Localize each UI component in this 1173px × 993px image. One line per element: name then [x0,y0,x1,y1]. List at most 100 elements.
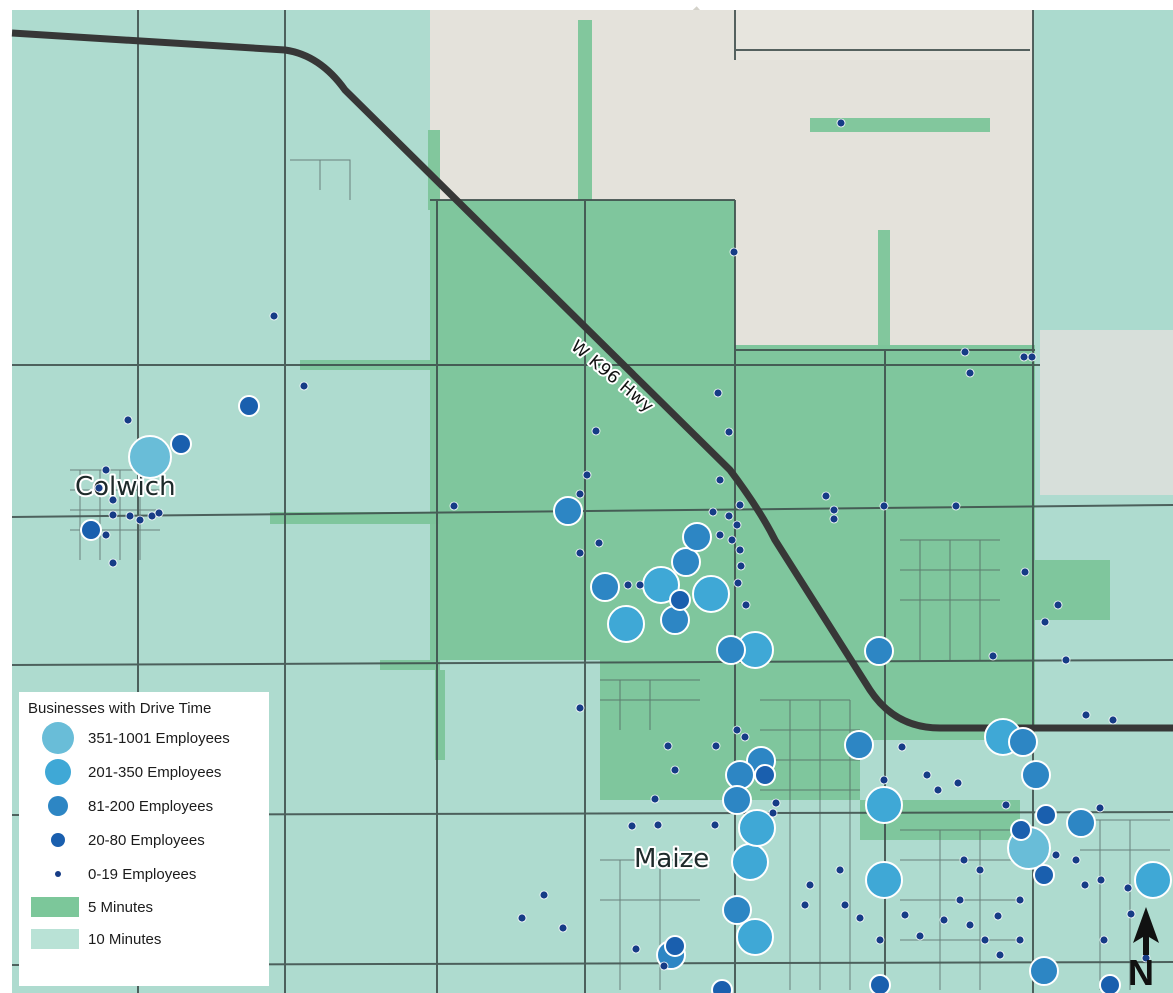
business-point[interactable] [670,765,680,775]
business-point[interactable] [590,572,620,602]
business-point[interactable] [1066,808,1096,838]
business-point[interactable] [517,913,527,923]
business-point[interactable] [922,770,932,780]
business-point[interactable] [449,501,459,511]
business-point[interactable] [1061,655,1071,665]
business-point[interactable] [836,118,846,128]
business-point[interactable] [1108,715,1118,725]
business-point[interactable] [108,495,118,505]
business-point[interactable] [900,910,910,920]
business-point[interactable] [1080,880,1090,890]
highway-w-k96[interactable] [11,29,1173,732]
business-point[interactable] [582,470,592,480]
business-point[interactable] [154,508,164,518]
business-point[interactable] [953,778,963,788]
business-point[interactable] [594,538,604,548]
business-point[interactable] [1021,760,1051,790]
business-point[interactable] [805,880,815,890]
business-point[interactable] [1123,883,1133,893]
business-point[interactable] [1010,819,1032,841]
business-point[interactable] [269,311,279,321]
business-point[interactable] [123,415,133,425]
business-point[interactable] [715,475,725,485]
business-point[interactable] [101,530,111,540]
business-point[interactable] [623,580,633,590]
business-point[interactable] [821,491,831,501]
business-point[interactable] [715,530,725,540]
business-point[interactable] [1040,617,1050,627]
business-point[interactable] [835,865,845,875]
business-point[interactable] [128,435,172,479]
business-point[interactable] [975,865,985,875]
business-point[interactable] [631,944,641,954]
business-point[interactable] [627,821,637,831]
business-point[interactable] [727,535,737,545]
business-point[interactable] [1071,855,1081,865]
business-point[interactable] [724,511,734,521]
business-point[interactable] [591,426,601,436]
business-point[interactable] [965,368,975,378]
business-point[interactable] [94,483,104,493]
business-point[interactable] [660,605,690,635]
business-point[interactable] [879,775,889,785]
business-point[interactable] [1027,352,1037,362]
business-point[interactable] [125,511,135,521]
business-point[interactable] [988,651,998,661]
business-point[interactable] [664,935,686,957]
business-point[interactable] [711,979,733,993]
business-point[interactable] [732,520,742,530]
business-point[interactable] [708,507,718,517]
business-point[interactable] [669,589,691,611]
business-point[interactable] [635,580,645,590]
business-point[interactable] [844,730,874,760]
business-point[interactable] [995,950,1005,960]
business-point[interactable] [740,732,750,742]
business-point[interactable] [865,786,903,824]
business-point[interactable] [1099,935,1109,945]
business-point[interactable] [1051,850,1061,860]
business-point[interactable] [1015,895,1025,905]
business-point[interactable] [771,798,781,808]
business-point[interactable] [735,545,745,555]
business-point[interactable] [553,496,583,526]
business-point[interactable] [724,427,734,437]
business-point[interactable] [575,489,585,499]
business-point[interactable] [732,725,742,735]
business-point[interactable] [725,760,755,790]
business-point[interactable] [1001,800,1011,810]
business-point[interactable] [864,636,894,666]
business-point[interactable] [959,855,969,865]
business-point[interactable] [865,861,903,899]
business-point[interactable] [682,522,712,552]
business-point[interactable] [101,465,111,475]
business-point[interactable] [607,605,645,643]
business-point[interactable] [1095,803,1105,813]
business-point[interactable] [960,347,970,357]
business-point[interactable] [879,501,889,511]
business-point[interactable] [1099,974,1121,993]
business-point[interactable] [980,935,990,945]
business-point[interactable] [716,635,746,665]
business-point[interactable] [722,785,752,815]
business-point[interactable] [539,890,549,900]
business-point[interactable] [829,514,839,524]
business-point[interactable] [170,433,192,455]
business-point[interactable] [1126,909,1136,919]
business-point[interactable] [897,742,907,752]
business-point[interactable] [729,247,739,257]
business-point[interactable] [965,920,975,930]
business-point[interactable] [713,388,723,398]
business-point[interactable] [575,703,585,713]
business-point[interactable] [1096,875,1106,885]
business-point[interactable] [299,381,309,391]
business-point[interactable] [108,558,118,568]
business-point[interactable] [650,794,660,804]
business-point[interactable] [80,519,102,541]
business-point[interactable] [1015,935,1025,945]
business-point[interactable] [840,900,850,910]
business-point[interactable] [933,785,943,795]
business-point[interactable] [135,515,145,525]
business-point[interactable] [855,913,865,923]
business-point[interactable] [735,500,745,510]
